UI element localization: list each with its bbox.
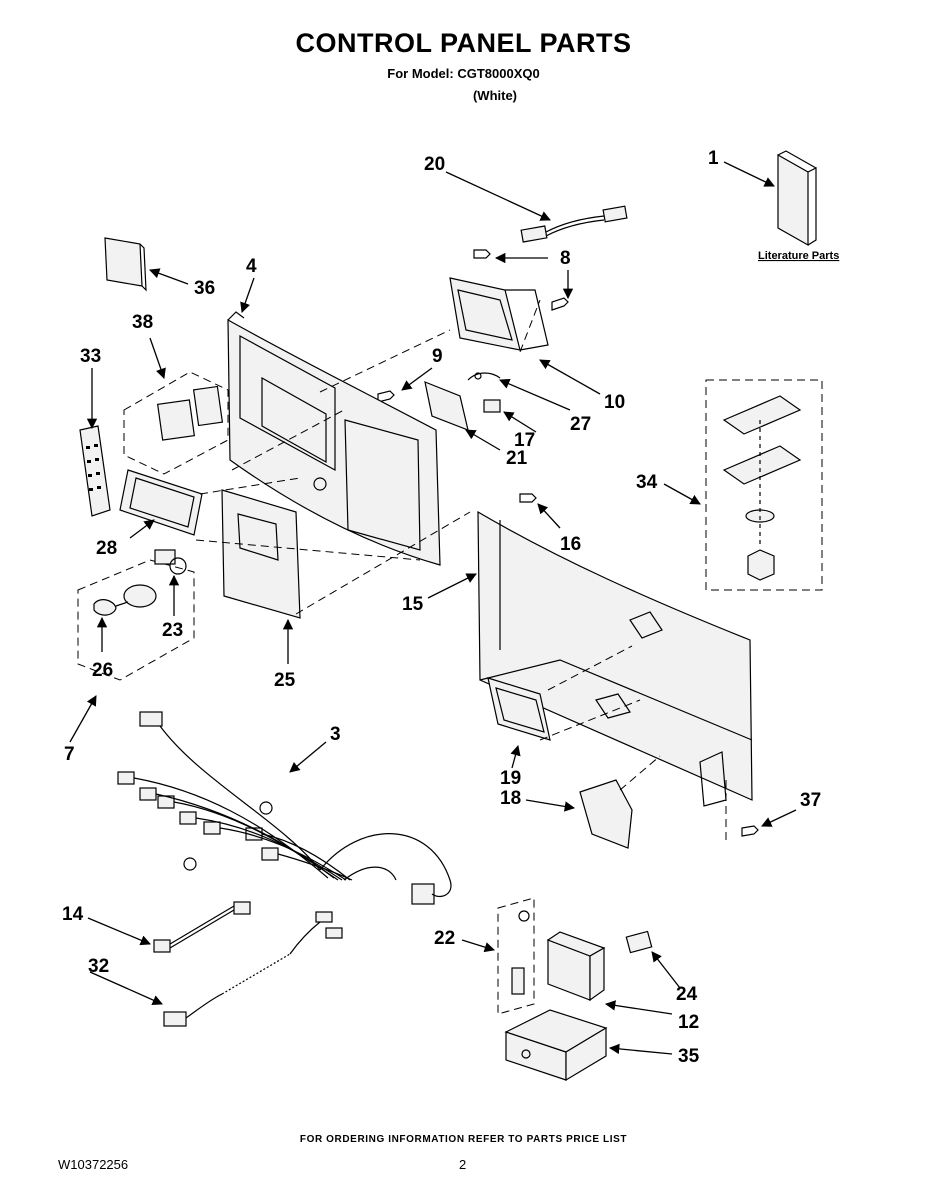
document-number: W10372256 <box>58 1157 129 1172</box>
part-17-switch <box>483 399 501 413</box>
callout-15: 15 <box>402 594 424 615</box>
callout-10: 10 <box>604 392 625 413</box>
callout-18: 18 <box>500 788 521 809</box>
model-line: For Model: CGT8000XQ0 <box>387 66 540 81</box>
part-25-plate <box>221 489 301 619</box>
callout-24: 24 <box>676 984 698 1005</box>
part-8-screws <box>473 249 569 311</box>
part-4-console <box>227 311 441 566</box>
part-20-harness <box>520 205 628 243</box>
callout-20: 20 <box>424 154 445 175</box>
callout-4: 4 <box>246 256 257 277</box>
callout-28: 28 <box>96 538 117 559</box>
part-35-base-box <box>504 1009 608 1082</box>
callout-16: 16 <box>560 534 581 555</box>
callout-26: 26 <box>92 660 113 681</box>
page-number: 2 <box>459 1157 467 1172</box>
part-1-literature <box>777 150 817 247</box>
callout-36: 36 <box>194 278 215 299</box>
part-26-key <box>93 599 129 616</box>
part-34-mount-kit <box>705 379 823 591</box>
callout-12: 12 <box>678 1012 699 1033</box>
ordering-note: FOR ORDERING INFORMATION REFER TO PARTS … <box>299 1134 628 1145</box>
part-22-bracket-assembly <box>497 897 535 1015</box>
part-36-cover <box>104 237 147 292</box>
callout-21: 21 <box>506 448 528 469</box>
part-37-screw <box>741 825 759 837</box>
callout-19: 19 <box>500 768 521 789</box>
alignment-lines <box>195 299 727 842</box>
part-23-lock <box>123 549 187 608</box>
part-24-switch <box>625 930 653 954</box>
color-variant: (White) <box>472 88 518 103</box>
part-15-rear-panel <box>477 510 753 807</box>
part-14-jumper <box>153 901 251 953</box>
callout-1: 1 <box>708 148 719 169</box>
part-38-keypad <box>123 371 229 475</box>
callout-arrows <box>69 161 797 1055</box>
callout-35: 35 <box>678 1046 700 1067</box>
callout-38: 38 <box>132 312 153 333</box>
literature-parts-label: Literature Parts <box>758 250 839 262</box>
part-3-wire-harness <box>117 711 452 905</box>
callout-22: 22 <box>434 928 455 949</box>
part-21-bracket <box>424 381 469 431</box>
callout-27: 27 <box>570 414 591 435</box>
callout-34: 34 <box>636 472 658 493</box>
callout-7: 7 <box>64 744 75 765</box>
part-28-display <box>119 469 203 536</box>
callout-3: 3 <box>330 724 341 745</box>
part-32-harness <box>163 911 343 1027</box>
callout-32: 32 <box>88 956 109 977</box>
callout-25: 25 <box>274 670 296 691</box>
page-title: CONTROL PANEL PARTS <box>295 28 632 58</box>
part-33-overlay <box>79 425 111 517</box>
part-18-bracket <box>579 779 633 849</box>
part-16-screw <box>519 493 537 503</box>
part-19-bezel <box>487 677 551 741</box>
callout-labels: 1 3 4 7 8 9 10 12 14 15 16 17 18 19 20 2… <box>62 148 839 1067</box>
callout-33: 33 <box>80 346 101 367</box>
callout-14: 14 <box>62 904 84 925</box>
part-9-screw <box>377 390 395 403</box>
callout-23: 23 <box>162 620 183 641</box>
part-10-control-board <box>449 277 549 351</box>
part-12-box <box>546 931 606 1002</box>
callout-8: 8 <box>560 248 571 269</box>
callout-17: 17 <box>514 430 535 451</box>
callout-9: 9 <box>432 346 443 367</box>
callout-37: 37 <box>800 790 821 811</box>
part-27-wire <box>467 372 501 381</box>
part-7-lock-assembly <box>77 559 195 681</box>
